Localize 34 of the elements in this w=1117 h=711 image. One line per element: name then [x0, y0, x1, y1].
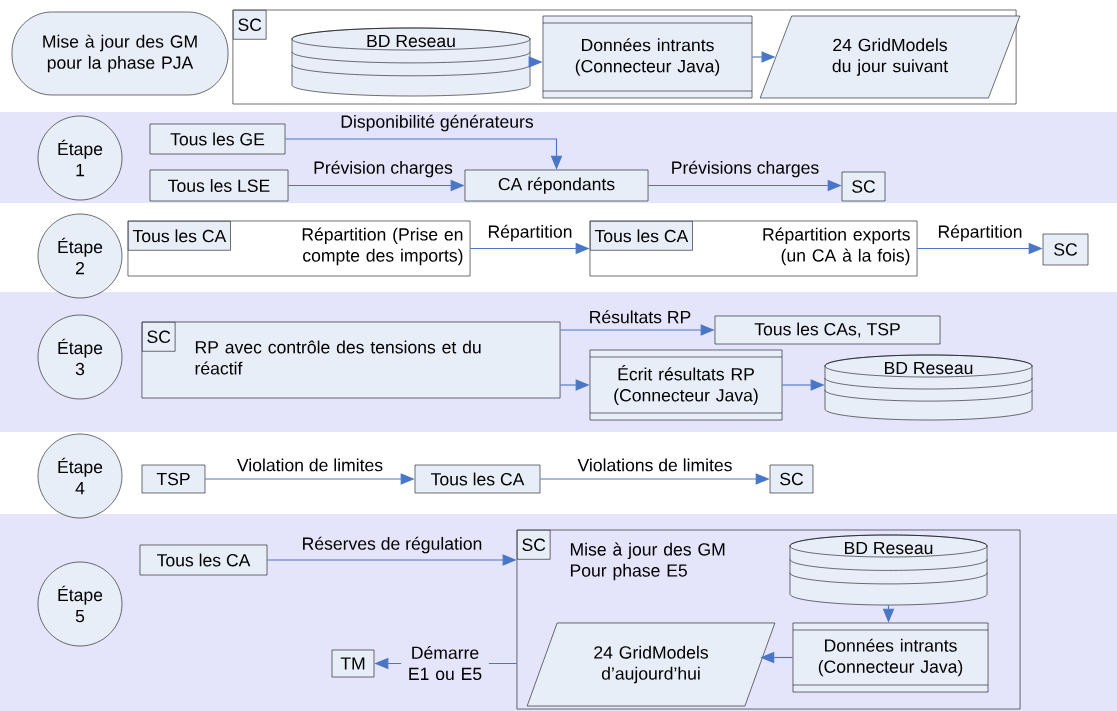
edge-label: Résultats RP	[590, 310, 691, 324]
process-box: TSP	[141, 464, 206, 494]
process-box: TM	[331, 649, 375, 678]
edge-label: Répartition	[488, 224, 572, 242]
edge-label: Prévision charges	[314, 160, 453, 178]
tag-box: SC	[142, 322, 176, 352]
tag-box: SC	[517, 530, 551, 560]
tag-box: Tous les CA	[590, 221, 693, 251]
process-box: CA répondants	[464, 169, 649, 202]
edge-label: Démarre E1 ou E5	[409, 645, 482, 681]
edge-label: Disponibilité générateurs	[341, 114, 534, 132]
process-box: SC	[841, 171, 886, 202]
data-parallelogram: 24 GridModels d’aujourd’hui	[526, 622, 776, 707]
edge-label: Violations de limites	[577, 458, 732, 472]
process-box: Tous les CAs, TSP	[714, 315, 941, 345]
edge-label: Réserves de régulation	[303, 536, 482, 554]
process-box: Données intrants (Connecteur Java)	[542, 15, 753, 99]
edge-label: Répartition	[938, 224, 1022, 242]
edge-label: Prévisions charges	[672, 160, 819, 178]
process-box: Tous les CA	[414, 464, 541, 494]
process-box: SC	[769, 464, 814, 494]
tag-box: SC	[233, 10, 267, 40]
process-box: Données intrants (Connecteur Java)	[792, 622, 989, 693]
edge-label: Violation de limites	[237, 458, 383, 472]
process-box: Écrit résultats RP (Connecteur Java)	[589, 349, 783, 421]
data-parallelogram: 24 GridModels du jour suivant	[759, 15, 1021, 99]
process-box: Tous les CA	[139, 544, 268, 576]
process-box: Tous les GE	[149, 123, 286, 155]
process-box: Tous les LSE	[149, 169, 289, 202]
database-cylinder: BD Reseau	[291, 27, 531, 97]
process-box: SC	[1042, 233, 1089, 266]
database-cylinder: BD Reseau	[824, 354, 1033, 421]
tag-box: Tous les CA	[128, 221, 231, 251]
database-cylinder: BD Reseau	[789, 534, 988, 606]
